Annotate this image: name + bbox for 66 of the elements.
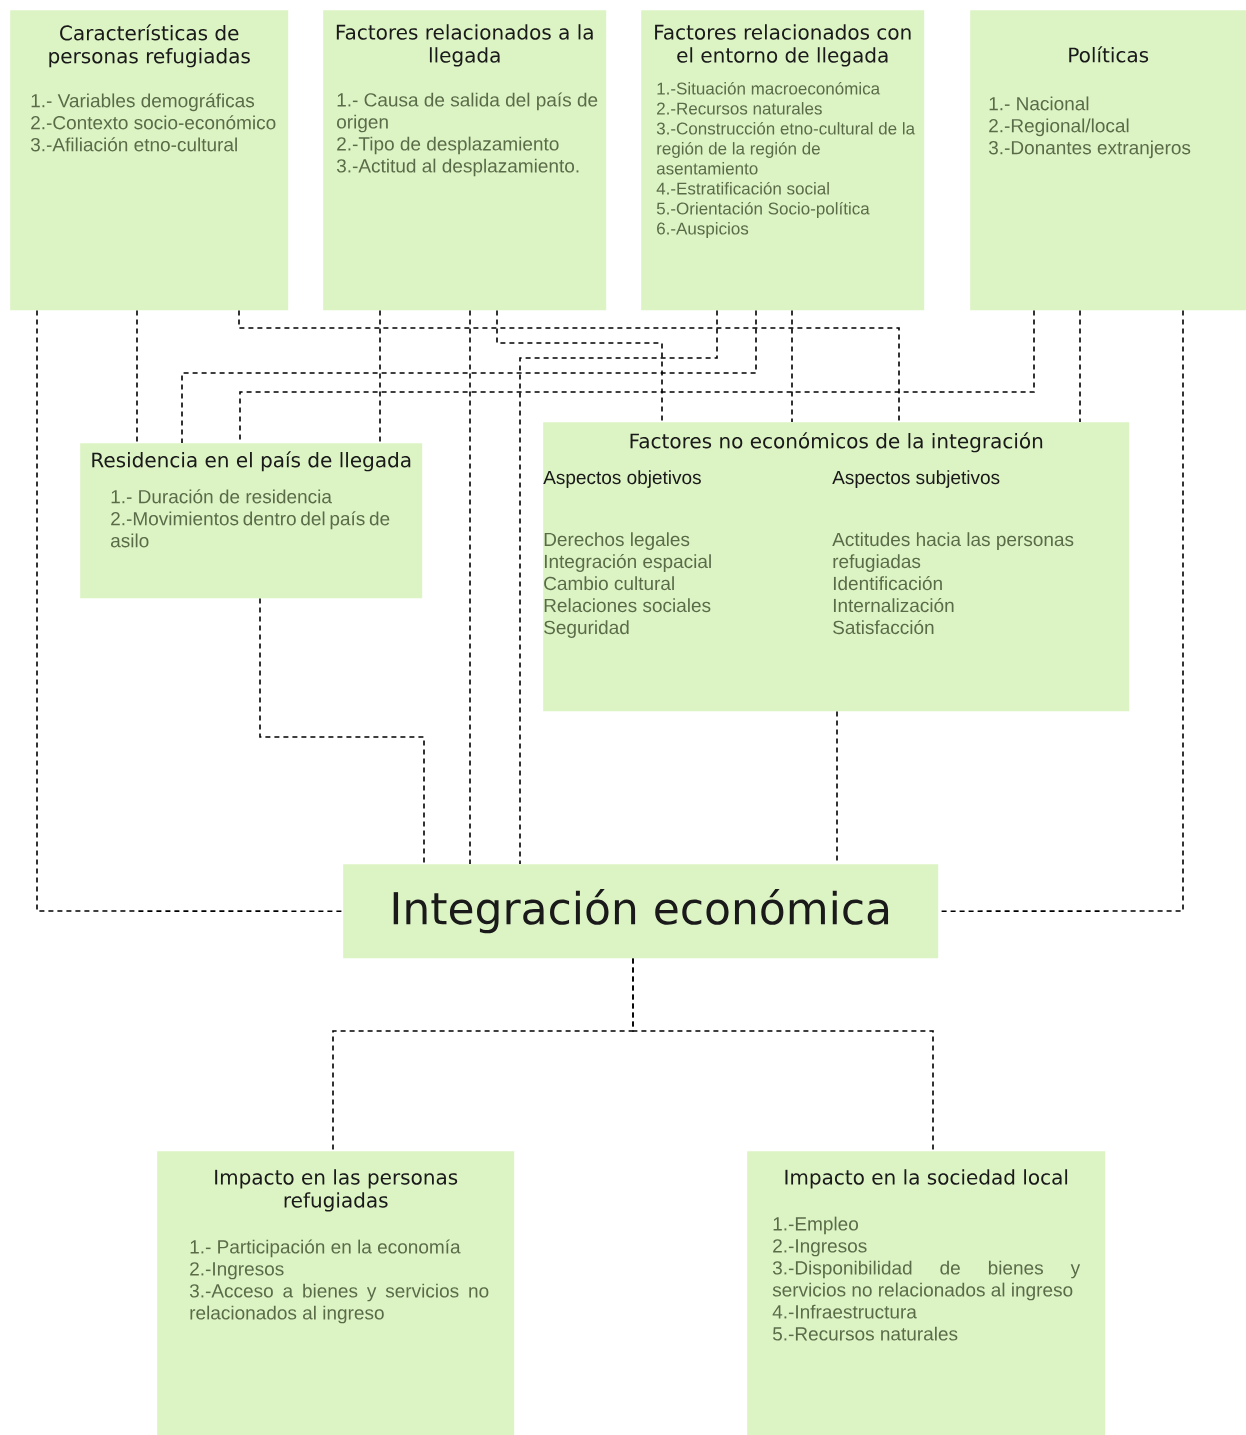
connector (379, 309, 381, 444)
list-item: Derechos legales (544, 532, 690, 550)
list-item: 4.-Estratificación social (656, 181, 829, 195)
list-item: Identificación (833, 576, 942, 591)
column-heading: Aspectos objetivos (543, 470, 701, 488)
title: Integración económica (393, 889, 889, 934)
connector (519, 309, 718, 865)
heading: Características de personas refugiadas (49, 24, 250, 68)
text-box (323, 10, 607, 311)
list-item: 2.-Movimientos dentro del país de asilo (111, 511, 390, 548)
heading: Factores relacionados con el entorno de llegada (655, 24, 911, 67)
connector (1079, 309, 1081, 423)
list-item: 2.-Regional/local (989, 118, 1129, 137)
connector (632, 957, 934, 1152)
text-box (80, 443, 423, 599)
list-item: Integración espacial (544, 554, 711, 572)
list-item: Cambio cultural (544, 576, 674, 591)
list-item: 1.-Empleo (773, 1216, 858, 1235)
list-item: 1.- Variables demográficas (31, 93, 255, 112)
connector (791, 309, 793, 423)
connector (36, 309, 344, 912)
list-item: 3.-Donantes extranjeros (988, 140, 1191, 159)
heading: Impacto en la sociedad local (785, 1169, 1068, 1189)
text-box (970, 10, 1246, 311)
heading: Políticas (1069, 46, 1149, 63)
list-item: 1.-Situación macroeconómica (657, 81, 881, 95)
list-item: 2.-Tipo de desplazamiento (337, 136, 559, 155)
list-item: Relaciones sociales (544, 598, 711, 613)
column-heading: Aspectos subjetivos (832, 470, 1000, 488)
text-box (747, 1151, 1106, 1435)
list-item: Satisfacción (833, 620, 934, 635)
list-item: 6.-Auspicios (657, 222, 749, 238)
list-item: 1.- Participación en la economía (190, 1239, 461, 1258)
list-item: Internalización (833, 598, 954, 613)
connector (136, 309, 138, 444)
list-item: 1.- Nacional (989, 96, 1089, 111)
list-item: 2.-Ingresos (773, 1239, 867, 1257)
connector (238, 309, 900, 423)
list-item: Seguridad (544, 620, 629, 638)
heading: Residencia en el país de llegada (92, 451, 411, 472)
connector (496, 309, 663, 423)
connector (469, 309, 471, 865)
list-item: 2.-Contexto socio-económico (31, 115, 276, 130)
list-item: 4.-Infraestructura (772, 1304, 917, 1319)
list-item: 2.-Recursos naturales (657, 102, 822, 115)
list-item: 3.-Actitud al desplazamiento. (336, 158, 579, 177)
text-box (343, 864, 939, 959)
list-item: 3.-Disponibilidad de bienes y servicios no relacionados al ingreso (772, 1260, 1081, 1301)
connector (181, 309, 757, 444)
list-item: 5.-Orientación Socio-política (656, 201, 870, 218)
text-box (543, 422, 1130, 712)
heading: Factores relacionados a la llegada (336, 24, 593, 67)
list-item: 3.-Afiliación etno-cultural (30, 137, 237, 152)
list-item: 1.- Causa de salida del país de origen (337, 92, 598, 133)
list-item: 3.-Acceso a bienes y servicios no relacionados al ingreso (189, 1283, 489, 1324)
text-box (157, 1151, 515, 1435)
connector (259, 597, 425, 865)
list-item: Actitudes hacia las personas refugiadas (832, 532, 1074, 572)
list-item: 2.-Ingresos (190, 1262, 284, 1280)
list-item: 1.- Duración de residencia (111, 489, 332, 504)
heading: Factores no económicos de la integración (630, 432, 1043, 453)
list-item: 5.-Recursos naturales (772, 1326, 958, 1341)
heading: Impacto en las personas refugiadas (215, 1169, 458, 1212)
text-box (641, 10, 925, 311)
text-box (10, 10, 289, 311)
list-item: 3.-Construcción etno-cultural de la región de la región de asentamiento (656, 121, 916, 175)
